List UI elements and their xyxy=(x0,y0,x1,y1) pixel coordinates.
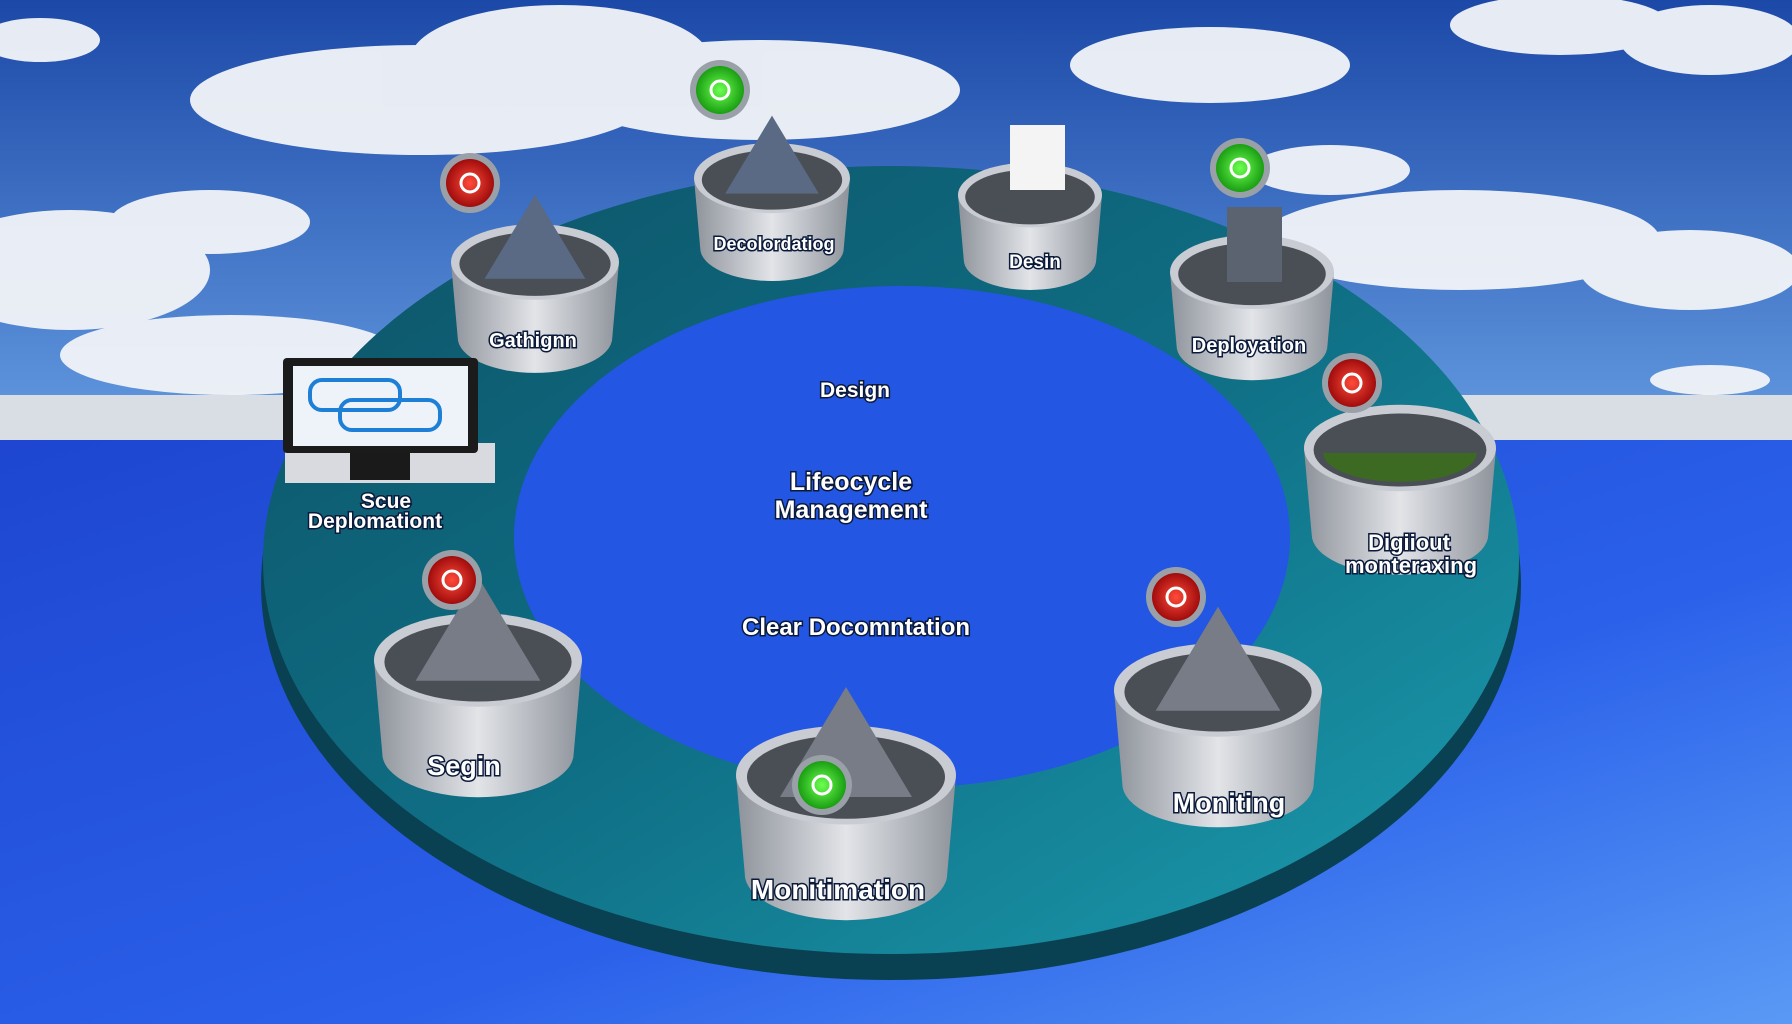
stage-bowl-6 xyxy=(1114,606,1322,828)
stage-bowl-2 xyxy=(694,115,850,281)
center-title-line1: Lifeocycle xyxy=(790,468,912,496)
stage-label-deployation: Deployation xyxy=(1192,335,1306,357)
circle-icon xyxy=(690,60,750,120)
stage-label-monteraxing: monteraxing xyxy=(1345,553,1477,578)
circle-icon xyxy=(1210,138,1270,198)
stage-bowl-3 xyxy=(958,125,1102,291)
stage-label-segin: Segin xyxy=(427,751,501,781)
stage-label-decolordatiog: Decolordatiog xyxy=(713,234,834,254)
center-subtitle: Clear Docomntation xyxy=(742,614,970,641)
clouds xyxy=(0,0,1792,395)
gravel-icon xyxy=(415,576,541,681)
mountain-icon xyxy=(484,194,586,279)
center-title-line2: Management xyxy=(775,496,928,524)
ring-center xyxy=(514,286,1290,788)
center-design-label: Design xyxy=(820,379,890,402)
arrow-icon xyxy=(1146,567,1206,627)
stage-label-moniting: Moniting xyxy=(1173,788,1285,818)
minus-icon xyxy=(1322,353,1382,413)
lightbulb-icon xyxy=(422,550,482,610)
stage-label-monitimation: Monitimation xyxy=(751,874,925,905)
tablet-document-icon xyxy=(1010,125,1065,190)
stage-bowl-4 xyxy=(1170,207,1334,381)
stage-bowl-1 xyxy=(451,194,619,373)
stage-label-gathering: Gathignn xyxy=(489,330,577,352)
monitor-icon xyxy=(283,358,495,483)
gear-icon xyxy=(440,153,500,213)
skyscraper-icon xyxy=(1227,207,1282,282)
stage-bowl-8 xyxy=(374,576,582,798)
mountain-icon xyxy=(725,115,819,194)
leaf-icon xyxy=(792,755,852,815)
stage-label-deplomationt: Deplomationt xyxy=(308,510,442,533)
documents-icon xyxy=(1155,606,1281,711)
stage-label-desin: Desin xyxy=(1009,252,1061,273)
stage-label-digiiout: Digiiout xyxy=(1368,530,1451,555)
grass-field-icon xyxy=(1323,453,1477,482)
stage-label-scue: Scue xyxy=(361,490,411,513)
stage-bowl-5 xyxy=(1304,404,1496,575)
stage-bowls xyxy=(374,60,1496,921)
